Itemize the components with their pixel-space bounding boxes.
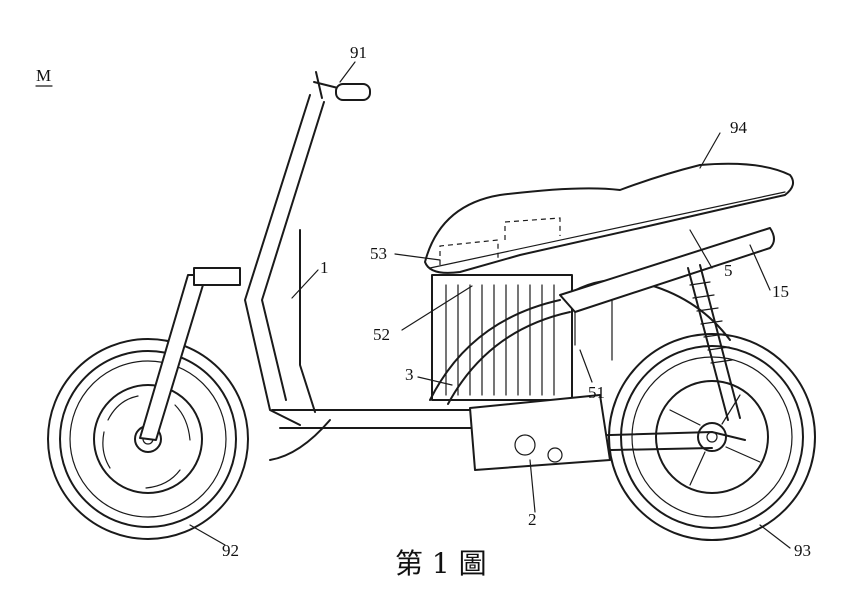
- label-51: 51: [588, 383, 605, 402]
- label-53: 53: [370, 244, 387, 263]
- front-fork: [139, 267, 241, 441]
- label-94: 94: [730, 118, 748, 137]
- rear-shock: [687, 264, 741, 421]
- handlebar: [313, 71, 371, 101]
- figure-caption: 第 1 圖: [395, 547, 487, 580]
- pivot-2: [514, 434, 536, 456]
- label-1: 1: [320, 258, 329, 277]
- label-15: 15: [772, 282, 789, 301]
- battery-pack: [431, 274, 573, 401]
- label-2: 2: [528, 510, 537, 529]
- power-unit: [469, 394, 611, 471]
- rear-wheel: [608, 333, 816, 541]
- label-3: 3: [405, 365, 414, 384]
- label-5: 5: [724, 261, 733, 280]
- corner-mark-M: M: [36, 66, 51, 85]
- seat: [424, 162, 795, 274]
- label-93: 93: [794, 541, 811, 560]
- label-52: 52: [373, 325, 390, 344]
- label-92: 92: [222, 541, 239, 560]
- rear-frame-rail: [559, 227, 775, 313]
- leader-lines: [189, 61, 791, 549]
- label-91: 91: [350, 43, 367, 62]
